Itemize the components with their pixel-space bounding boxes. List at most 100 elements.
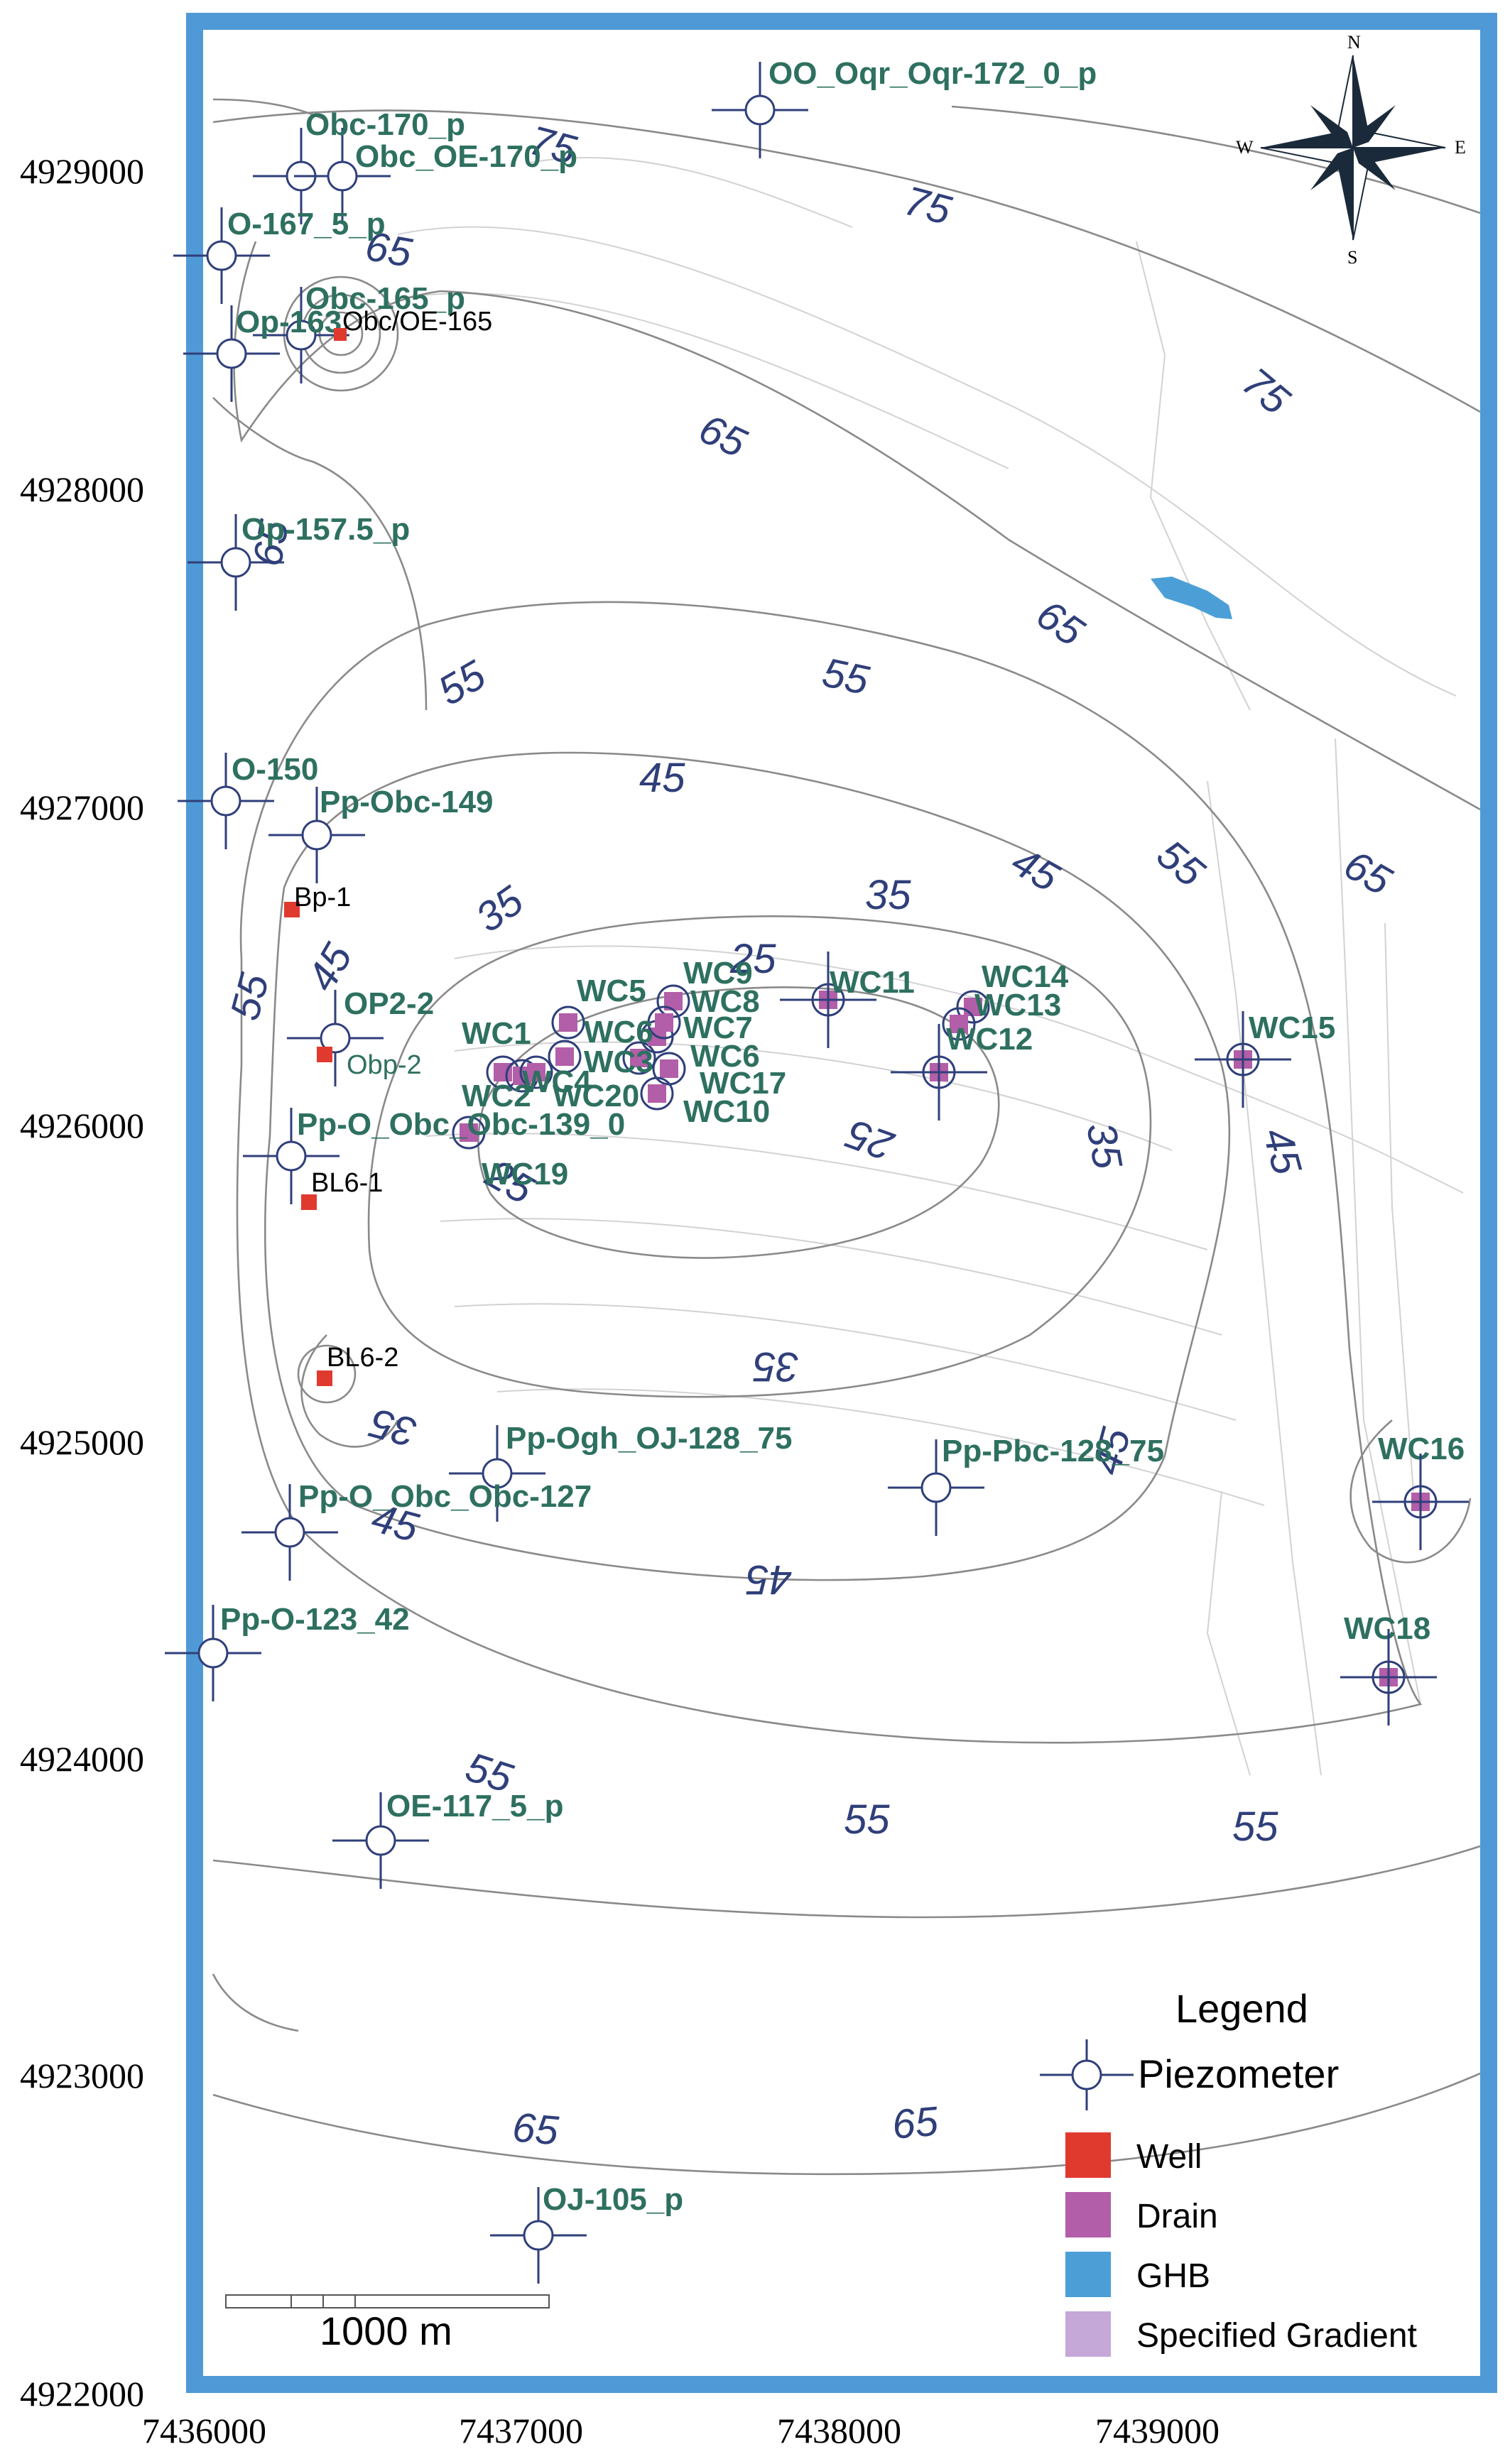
drain-piezometer-cross	[1195, 1011, 1291, 1108]
piezometer-marker[interactable]	[332, 1792, 429, 1889]
piezometer-marker[interactable]	[253, 287, 349, 383]
contour-label: 35	[753, 1343, 799, 1390]
well-marker[interactable]	[334, 328, 347, 341]
piezometer-marker[interactable]	[294, 128, 391, 224]
well-label: BL6-2	[327, 1343, 398, 1373]
contour-label: 55	[844, 1797, 890, 1843]
contour-label: 25	[729, 936, 776, 982]
drain-label: WC11	[830, 965, 915, 1000]
drain-label: WC12	[946, 1022, 1033, 1057]
well-marker[interactable]	[317, 1370, 332, 1386]
piezometer-marker[interactable]	[178, 753, 274, 849]
piezometer-marker[interactable]	[173, 207, 270, 304]
piezometer-label: Op-157.5_p	[241, 512, 410, 547]
drain-marker[interactable]	[640, 1076, 674, 1111]
legend-swatch-ghb	[1065, 2252, 1111, 2297]
piezometer-label: Obc-170_p	[305, 107, 465, 142]
drain-label: WC2	[462, 1079, 531, 1113]
ghb-area	[1151, 577, 1232, 619]
piezometer-label: Obc-165_p	[305, 281, 465, 316]
legend-label: Piezometer	[1138, 2051, 1339, 2096]
piezometer-label: Pp-O_Obc_Obc-139_0	[297, 1107, 625, 1142]
legend: Legend Piezometer Well Drain GHB Specifi…	[1040, 1986, 1417, 2357]
piezometer-label: Obc_OE-170_p	[355, 139, 577, 174]
legend-swatch-well	[1065, 2132, 1111, 2178]
y-tick: 4929000	[20, 151, 144, 191]
well-marker[interactable]	[317, 1047, 332, 1062]
drain-marker[interactable]	[548, 1040, 582, 1074]
scale-bar: 1000 m	[225, 2294, 550, 2353]
contour-label: 65	[511, 2104, 561, 2154]
scale-bar-label: 1000 m	[320, 2308, 452, 2353]
piezometer-marker[interactable]	[888, 1439, 984, 1536]
contour-label: 45	[639, 755, 685, 801]
map-frame	[186, 13, 1497, 2393]
x-tick: 7437000	[459, 2411, 583, 2451]
drain-marker[interactable]	[942, 1007, 976, 1041]
drain-label: WC4	[522, 1064, 592, 1099]
piezometer-label: Pp-O_Obc_Obc-127	[298, 1479, 592, 1514]
compass-w: W	[1236, 137, 1254, 158]
piezometer-label: OP2-2	[344, 986, 434, 1021]
drain-marker[interactable]	[551, 1005, 585, 1040]
legend-swatch-specified-gradient	[1065, 2311, 1111, 2357]
piezometer-marker[interactable]	[241, 1484, 338, 1581]
drain-label: WC17	[700, 1066, 786, 1101]
contour-label: 35	[1077, 1119, 1131, 1173]
piezometer-marker[interactable]	[287, 990, 384, 1086]
piezometer-label: OJ-105_p	[543, 2182, 683, 2217]
drain-marker[interactable]	[956, 990, 990, 1024]
x-axis: 7436000 7437000 7438000 7439000	[142, 2411, 1220, 2451]
well-marker[interactable]	[301, 1194, 317, 1210]
y-tick: 4924000	[20, 1739, 144, 1779]
piezometer-label: Op-163	[236, 305, 342, 339]
legend-label: Drain	[1136, 2198, 1218, 2235]
drain-label: WC6	[690, 1039, 760, 1074]
well-label: BL6-1	[311, 1168, 383, 1198]
compass-s: S	[1347, 247, 1357, 268]
piezometer-marker[interactable]	[490, 2187, 587, 2284]
drain-piezometer-cross	[891, 1024, 987, 1121]
y-tick: 4928000	[20, 469, 144, 509]
piezometer-marker[interactable]	[243, 1108, 340, 1204]
piezometer-marker[interactable]	[188, 514, 284, 611]
drain-label: WC1	[462, 1016, 531, 1051]
drains: WC1 WC2 WC20 WC19 WC5 WC6 WC3 WC4 WC9 WC…	[452, 956, 1465, 1694]
well-marker[interactable]	[284, 902, 300, 917]
contour-label: 55	[1232, 1804, 1278, 1850]
piezometer-marker[interactable]	[449, 1425, 545, 1522]
drain-marker[interactable]	[622, 1041, 656, 1075]
piezometer-labels: OO_Oqr_Oqr-172_0_p Obc-170_p Obc_OE-170_…	[220, 56, 1164, 2217]
compass-n: N	[1347, 32, 1361, 53]
drain-label: WC18	[1344, 1611, 1430, 1646]
piezometer-marker[interactable]	[183, 305, 280, 402]
drain-marker[interactable]	[519, 1055, 553, 1089]
drain-label: WC10	[683, 1094, 770, 1129]
legend-piezometer-icon	[1040, 2039, 1134, 2110]
y-tick: 4927000	[20, 787, 144, 827]
drain-piezometer-cross	[780, 952, 876, 1048]
drain-marker[interactable]	[452, 1116, 486, 1150]
drain-label: WC3	[584, 1045, 653, 1079]
drain-label: WC15	[1249, 1010, 1335, 1045]
x-tick: 7439000	[1095, 2411, 1220, 2451]
drain-label: WC19	[482, 1157, 568, 1192]
legend-title: Legend	[1175, 1986, 1308, 2031]
compass-rose: N S E W	[1236, 32, 1466, 268]
contour-label: 65	[244, 516, 298, 570]
piezometer-label: O-167_5_p	[227, 207, 386, 241]
drain-label: WC7	[683, 1010, 753, 1045]
piezometer-label: Pp-Ogh_OJ-128_75	[506, 1421, 793, 1456]
piezometer-marker[interactable]	[712, 62, 808, 158]
drain-marker[interactable]	[647, 1005, 681, 1040]
piezometer-marker[interactable]	[268, 787, 365, 883]
piezometer-label: OO_Oqr_Oqr-172_0_p	[768, 56, 1097, 91]
piezometer-label: Pp-Pbc-128_75	[942, 1434, 1164, 1468]
piezometer-label: Pp-Obc-149	[320, 785, 494, 819]
piezometer-label: O-150	[232, 752, 318, 787]
piezometer-marker[interactable]	[165, 1605, 261, 1701]
piezometers	[165, 62, 1469, 2284]
contour-label: 55	[818, 649, 873, 704]
contour-label: 65	[362, 223, 416, 276]
